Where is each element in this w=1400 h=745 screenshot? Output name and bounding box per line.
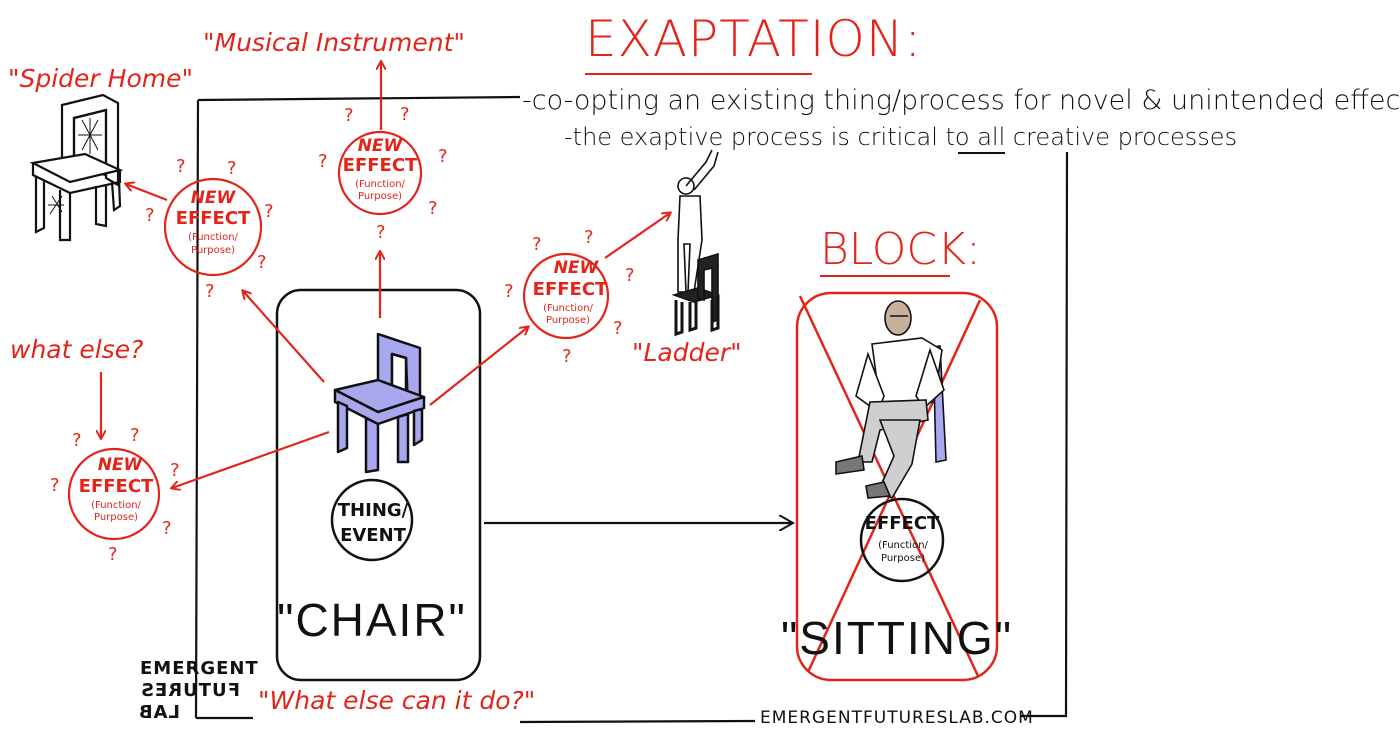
chair-box bbox=[275, 288, 482, 682]
spider-home-chair-icon bbox=[29, 93, 124, 242]
arrow-leftcircle-to-spider bbox=[126, 184, 168, 202]
ladder-person-icon bbox=[671, 149, 721, 337]
arrow-right-to-ladder bbox=[604, 213, 670, 259]
arrow-chair-to-leftbottom bbox=[172, 430, 330, 488]
red-arrows bbox=[101, 62, 670, 488]
new-effect-circle-top bbox=[337, 130, 423, 216]
frame-lines bbox=[194, 95, 1069, 724]
arrow-chair-to-leftcircle bbox=[243, 291, 325, 383]
new-effect-circle-right bbox=[522, 252, 610, 340]
seated-man-icon bbox=[835, 300, 947, 500]
arrow-chair-to-right bbox=[429, 327, 528, 406]
new-effect-circle-left-top bbox=[163, 177, 263, 277]
block-box bbox=[795, 291, 999, 682]
new-effect-circle-left-bottom bbox=[67, 447, 161, 541]
effect-circle bbox=[859, 497, 945, 583]
thing-event-circle bbox=[330, 478, 414, 562]
chair-icon bbox=[333, 332, 426, 474]
